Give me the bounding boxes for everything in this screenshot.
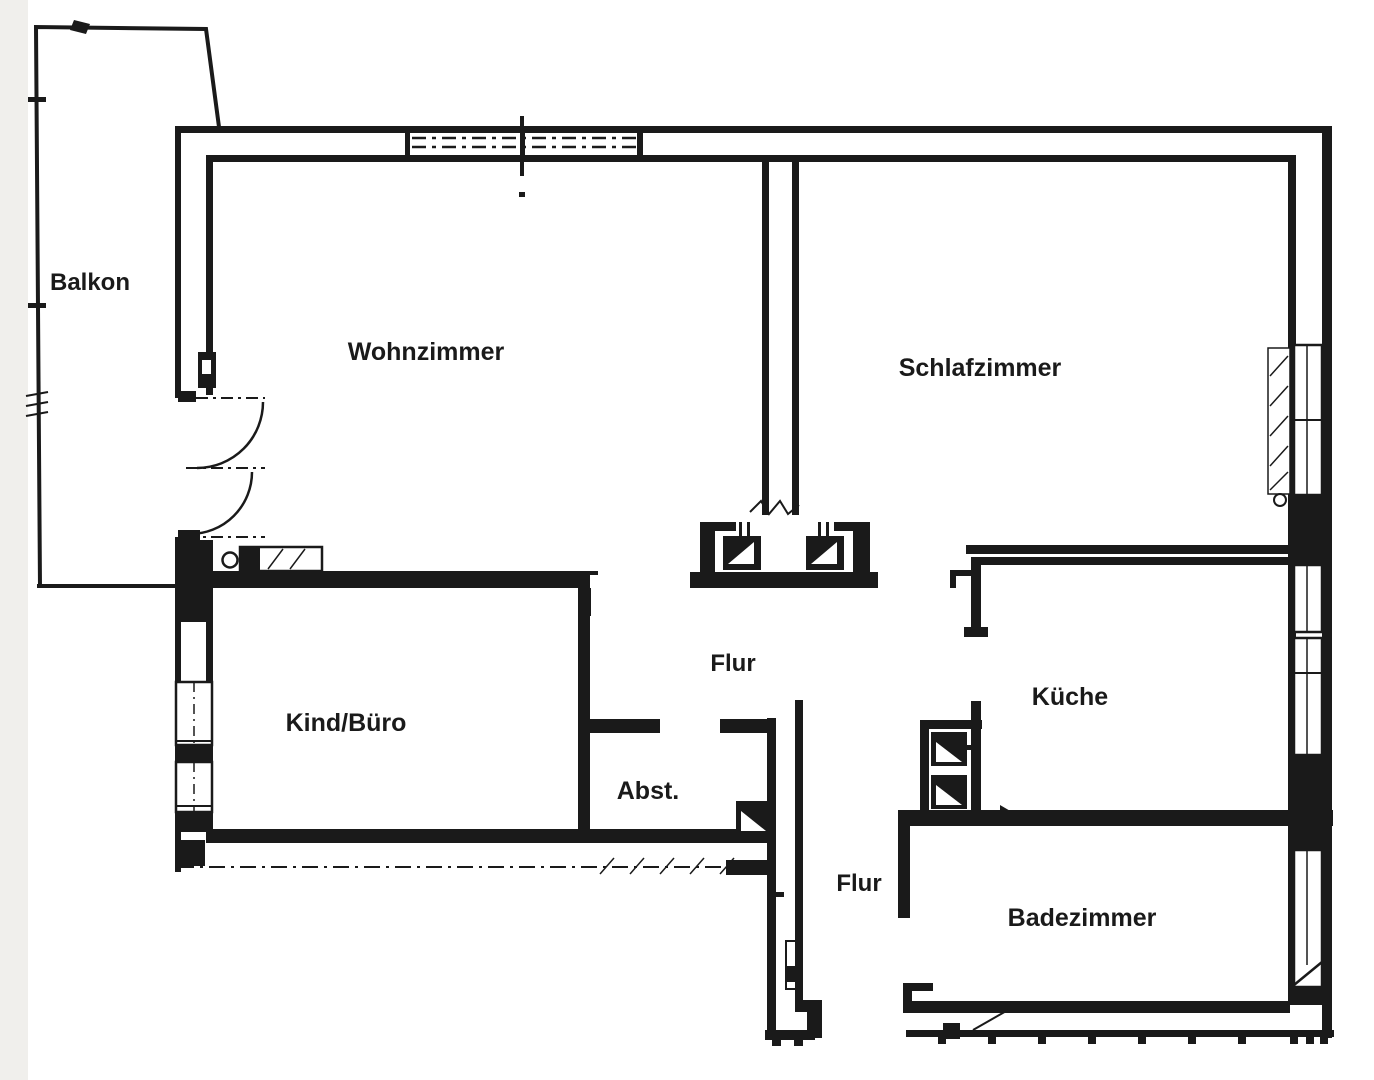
wall-wohnzimmer-bottom bbox=[213, 545, 598, 616]
window-top-wohnzimmer bbox=[405, 116, 643, 197]
door-swing-arc bbox=[196, 401, 265, 470]
window-right-badezimmer bbox=[1292, 848, 1324, 989]
wall-kueche-top-outer bbox=[966, 545, 1290, 554]
wall-left-outer-upper bbox=[175, 126, 181, 398]
wall-left-pier bbox=[175, 540, 213, 622]
wall-kueche-left bbox=[971, 557, 981, 635]
wall-top-inner bbox=[206, 155, 1290, 162]
door-pivot-icon bbox=[1273, 493, 1287, 507]
window-left-kind-buero bbox=[174, 680, 214, 814]
door-hinge-top bbox=[178, 391, 196, 402]
room-label-abstellraum: Abst. bbox=[617, 777, 680, 805]
room-labels: Balkon Wohnzimmer Schlafzimmer Flur Küch… bbox=[50, 269, 1157, 932]
column-icon bbox=[221, 551, 239, 569]
room-label-kind-buero: Kind/Büro bbox=[286, 709, 407, 737]
survey-mark-icon bbox=[70, 20, 90, 34]
wall-bottom-left bbox=[206, 829, 772, 843]
wall-bad-left bbox=[898, 820, 910, 918]
room-label-flur-unten: Flur bbox=[836, 870, 881, 897]
wall-bad-bottom bbox=[903, 1001, 1290, 1013]
wall-divider-wohn-schlaf bbox=[749, 160, 800, 516]
room-label-badezimmer: Badezimmer bbox=[1008, 904, 1157, 932]
door-swing-arc bbox=[189, 471, 254, 536]
wall-kueche-top-inner bbox=[977, 557, 1290, 565]
wall-abst-top-right bbox=[720, 719, 772, 733]
door-swing-mark bbox=[972, 1009, 1009, 1031]
wall-left-inner-upper bbox=[206, 155, 213, 395]
door-block bbox=[943, 1023, 960, 1039]
shaft-block-flur bbox=[690, 522, 878, 588]
walls-kind-abst bbox=[578, 588, 772, 840]
wall-right-outer bbox=[1322, 126, 1332, 1038]
walls-corridor bbox=[726, 700, 822, 1046]
room-label-schlafzimmer: Schlafzimmer bbox=[899, 354, 1062, 382]
wall-kind-right bbox=[578, 588, 590, 840]
wall-bad-top bbox=[898, 810, 1333, 826]
balcony-door bbox=[178, 352, 265, 543]
room-label-flur-oben: Flur bbox=[710, 650, 755, 677]
balcony-outline bbox=[25, 20, 221, 589]
wall-abst-top-left bbox=[578, 719, 660, 733]
window-right-schlafzimmer bbox=[1267, 343, 1324, 507]
wall-bottom-right-outer bbox=[906, 1030, 1334, 1037]
wall-right-inner bbox=[1288, 155, 1296, 1005]
walls-badezimmer bbox=[898, 810, 1333, 1039]
window-right-kueche bbox=[1292, 563, 1324, 757]
door-frame bbox=[785, 940, 801, 990]
room-label-kueche: Küche bbox=[1032, 683, 1109, 711]
scan-margin bbox=[0, 0, 28, 1080]
wall-top-outer bbox=[175, 126, 1332, 133]
room-label-balkon: Balkon bbox=[50, 269, 130, 296]
room-label-wohnzimmer: Wohnzimmer bbox=[348, 338, 505, 366]
break-mark-icon bbox=[749, 499, 800, 516]
